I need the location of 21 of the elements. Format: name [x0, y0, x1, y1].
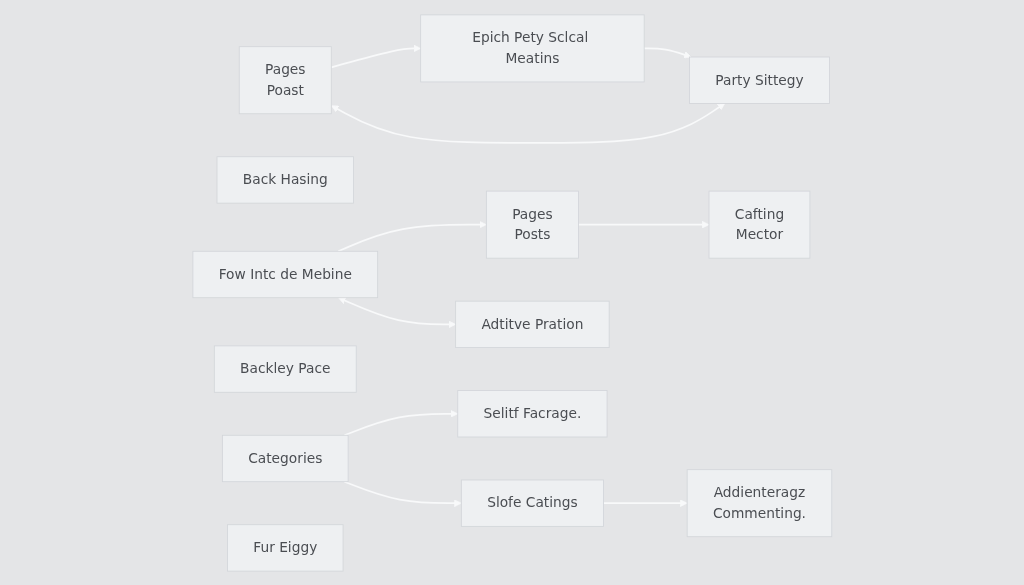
node-box: Party Sittegy	[688, 56, 830, 104]
arrow	[643, 47, 692, 58]
node-box: Epich Pety Sclcal Meatins	[419, 13, 645, 82]
node-box: Selitf Facrage.	[457, 389, 608, 437]
node-box: Fow Intc de Mebine	[192, 250, 378, 298]
node-box: Slofe Catings	[460, 479, 604, 527]
arrow	[602, 498, 688, 507]
node-box: Back Hasing	[216, 155, 354, 204]
node-box: Cafting Mector	[708, 190, 810, 259]
arrow	[330, 102, 725, 144]
arrow	[577, 220, 710, 228]
node-box: Pages Posts	[485, 190, 579, 259]
arrow	[337, 296, 456, 328]
node-box: Adtitve Pration	[454, 300, 610, 348]
node-box: Addienteragz Commenting.	[686, 468, 832, 537]
arrow	[343, 480, 462, 507]
node-box: Fur Eiggy	[226, 523, 344, 572]
arrow	[330, 44, 421, 68]
node-box: Categories	[221, 434, 349, 482]
arrow	[343, 409, 458, 436]
node-box: Pages Poast	[238, 45, 332, 114]
